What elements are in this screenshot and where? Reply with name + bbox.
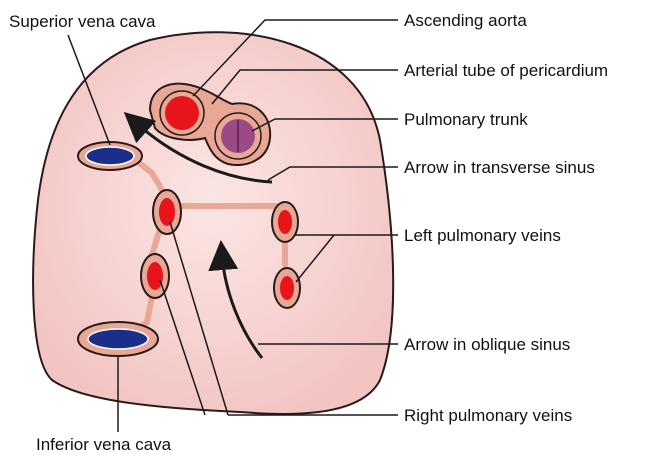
label-arrow-transverse-sinus: Arrow in transverse sinus — [404, 158, 595, 177]
label-pulmonary-trunk: Pulmonary trunk — [404, 110, 528, 129]
label-ascending-aorta: Ascending aorta — [404, 11, 527, 30]
label-right-pulmonary-veins: Right pulmonary veins — [404, 406, 572, 425]
ascending-aorta — [160, 91, 204, 135]
pericardial-sac — [33, 32, 393, 414]
pulmonary-trunk — [215, 113, 261, 159]
label-inferior-vena-cava: Inferior vena cava — [36, 435, 172, 454]
right-pulmonary-vein-lower — [141, 254, 169, 298]
left-pulmonary-vein-lower — [274, 268, 300, 308]
label-superior-vena-cava: Superior vena cava — [9, 12, 156, 31]
right-pulmonary-vein-upper — [153, 190, 181, 234]
inferior-vena-cava-ring — [78, 322, 158, 356]
label-left-pulmonary-veins: Left pulmonary veins — [404, 226, 561, 245]
superior-vena-cava-ring — [78, 142, 142, 170]
label-arterial-tube: Arterial tube of pericardium — [404, 61, 608, 80]
label-arrow-oblique-sinus: Arrow in oblique sinus — [404, 335, 570, 354]
left-pulmonary-vein-upper — [272, 202, 298, 242]
